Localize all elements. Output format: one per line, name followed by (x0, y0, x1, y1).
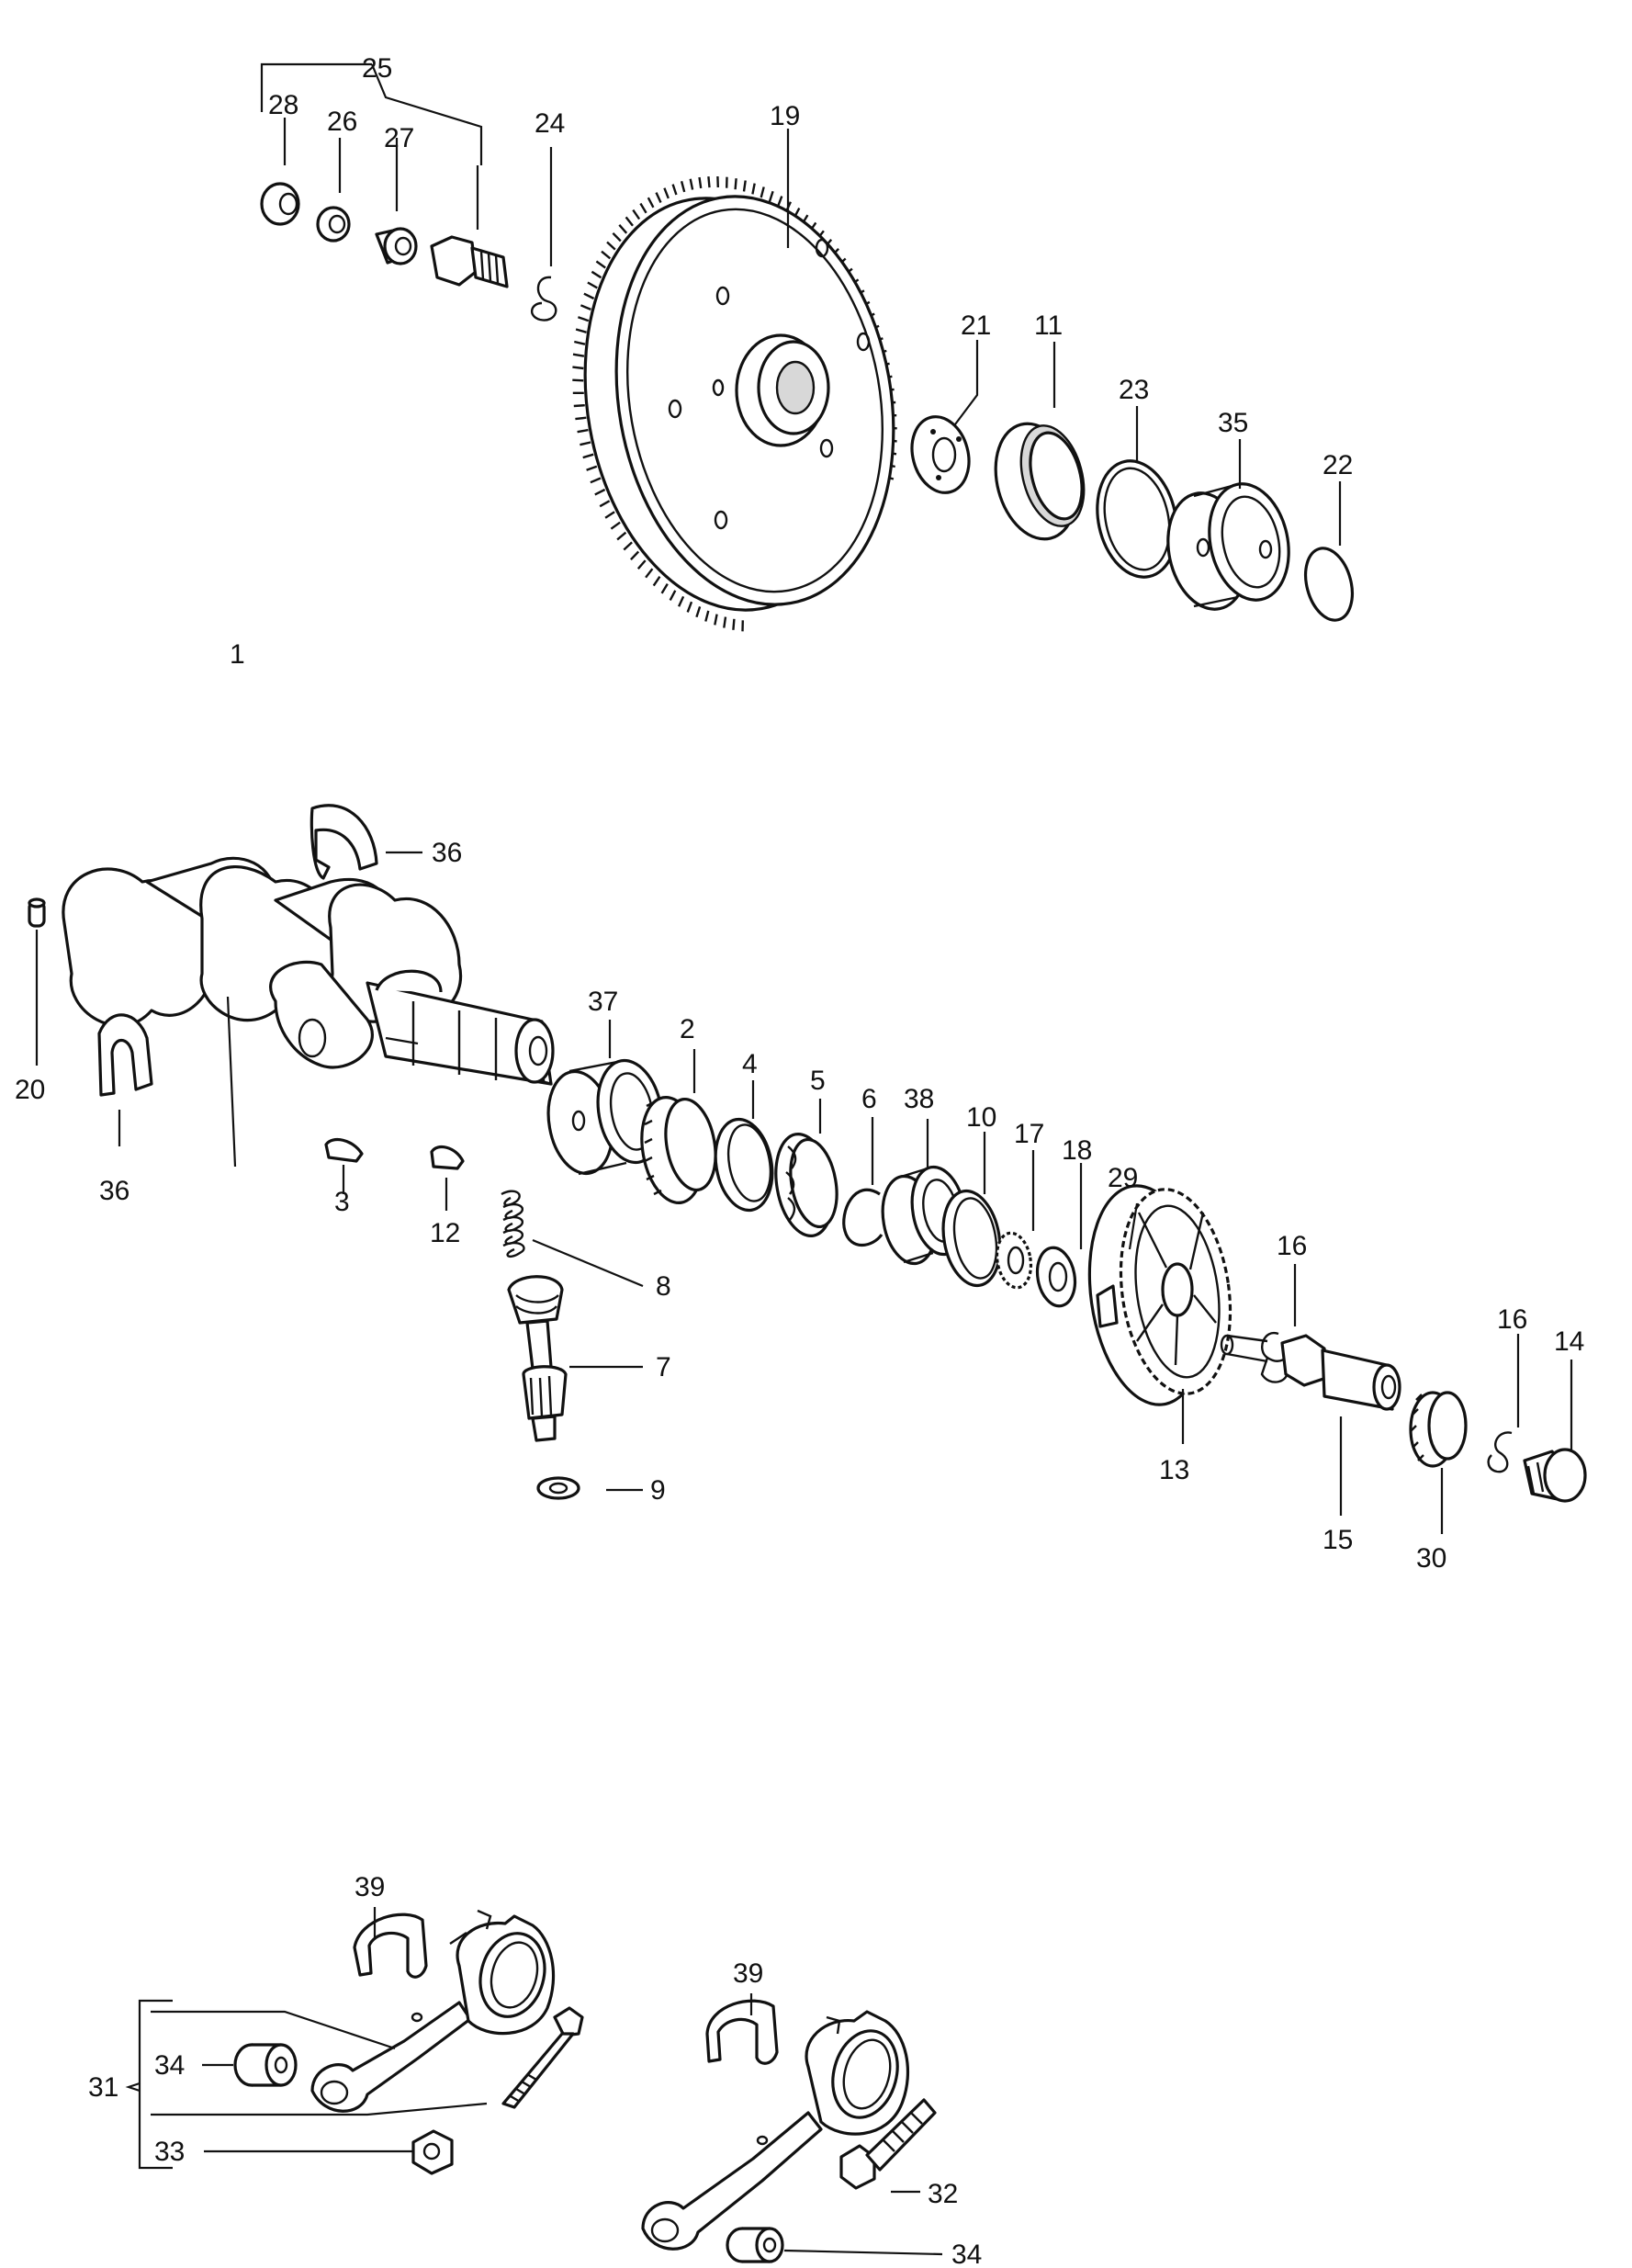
callout-36b: 36 (99, 1176, 129, 1206)
part-34-bush-left (233, 2043, 298, 2087)
part-21-washer (910, 415, 971, 494)
callout-6: 6 (861, 1084, 877, 1114)
callout-32: 32 (928, 2179, 958, 2209)
callout-26: 26 (327, 107, 357, 137)
part-6-circlip (842, 1188, 884, 1247)
part-17-lock-washer (995, 1231, 1033, 1290)
part-36-lower-shell (97, 1013, 153, 1097)
callout-36a: 36 (432, 838, 462, 868)
part-2-gear (640, 1096, 717, 1204)
crankshaft-group (28, 804, 1587, 1503)
part-4-ring (714, 1117, 774, 1213)
part-9-washer (536, 1476, 580, 1500)
callout-11: 11 (1034, 310, 1063, 341)
part-36-upper-shell (310, 804, 378, 880)
part-20-dowel (28, 897, 46, 928)
callout-35: 35 (1218, 408, 1248, 438)
part-8-spring (501, 1190, 525, 1258)
callout-7: 7 (656, 1352, 671, 1382)
part-27-bush (375, 227, 418, 265)
flywheel-group (260, 175, 1354, 632)
part-15-pulley-bolt (1220, 1334, 1401, 1411)
part-30-nut (1409, 1391, 1468, 1468)
callout-34a: 34 (154, 2050, 185, 2081)
conrod-bolt-left (501, 2006, 584, 2109)
callout-28: 28 (268, 90, 298, 120)
conrod-group (233, 1909, 937, 2263)
callout-13: 13 (1159, 1455, 1189, 1485)
part-10-ring (941, 1189, 1002, 1288)
callout-15: 15 (1322, 1525, 1353, 1555)
callout-37: 37 (588, 987, 618, 1017)
callout-31: 31 (88, 2072, 118, 2103)
callout-25: 25 (362, 53, 392, 84)
callout-33: 33 (154, 2137, 185, 2167)
leader-lines (35, 62, 1573, 2256)
callout-21: 21 (961, 310, 991, 341)
callout-16a: 16 (1277, 1231, 1307, 1261)
callout-39a: 39 (355, 1872, 385, 1902)
part-25-gland-nut (430, 235, 509, 288)
part-39-shell-right (705, 1999, 779, 2065)
part-39-shell-left (353, 1913, 428, 1979)
callout-4: 4 (742, 1049, 758, 1079)
part-28-bush (260, 182, 300, 226)
callout-19: 19 (770, 101, 800, 131)
callout-2: 2 (680, 1014, 695, 1044)
part-31-conrod-left (310, 1909, 556, 2113)
part-33-nut (411, 2129, 454, 2175)
part-18-washer (1035, 1246, 1077, 1308)
callout-30: 30 (1416, 1543, 1446, 1574)
callout-17: 17 (1014, 1119, 1044, 1149)
callout-1: 1 (230, 639, 245, 670)
callout-29: 29 (1108, 1163, 1138, 1193)
part-3-key (324, 1137, 364, 1163)
callout-34b: 34 (951, 2240, 982, 2268)
part-7-drive-pinion (507, 1275, 568, 1442)
part-26-ring (316, 206, 351, 243)
callout-16b: 16 (1497, 1304, 1527, 1335)
callout-18: 18 (1062, 1135, 1092, 1166)
callout-12: 12 (430, 1218, 460, 1248)
part-35-bearing (1166, 482, 1290, 611)
part-32-bolt (839, 2098, 937, 2190)
part-5-distributor-gear (774, 1133, 839, 1237)
part-11-oil-seal (994, 422, 1086, 541)
part-12-key (430, 1145, 465, 1170)
callout-20: 20 (15, 1075, 45, 1105)
part-24-lock-ring (531, 276, 557, 322)
callout-8: 8 (656, 1271, 671, 1302)
conrod-right (641, 2010, 909, 2251)
part-14-plug (1523, 1448, 1587, 1503)
part-19-flywheel (572, 175, 897, 632)
callout-labels: 1 2 3 4 5 6 7 8 9 10 11 12 13 14 15 16 1… (15, 53, 1584, 2268)
part-34-bush-right (726, 2227, 784, 2263)
callout-14: 14 (1554, 1326, 1584, 1357)
part-22-o-ring (1304, 547, 1354, 622)
callout-24: 24 (535, 108, 565, 139)
callout-23: 23 (1119, 375, 1149, 405)
callout-38: 38 (904, 1084, 934, 1114)
part-16-lock-ring-b (1487, 1431, 1513, 1473)
callout-5: 5 (810, 1066, 826, 1096)
part-1-crankshaft (62, 856, 555, 1086)
part-13-pulley (1087, 1184, 1232, 1406)
callout-22: 22 (1322, 450, 1353, 480)
callout-9: 9 (650, 1475, 666, 1506)
callout-3: 3 (334, 1187, 350, 1217)
callout-10: 10 (966, 1102, 996, 1133)
callout-27: 27 (384, 123, 414, 153)
callout-39b: 39 (733, 1958, 763, 1989)
